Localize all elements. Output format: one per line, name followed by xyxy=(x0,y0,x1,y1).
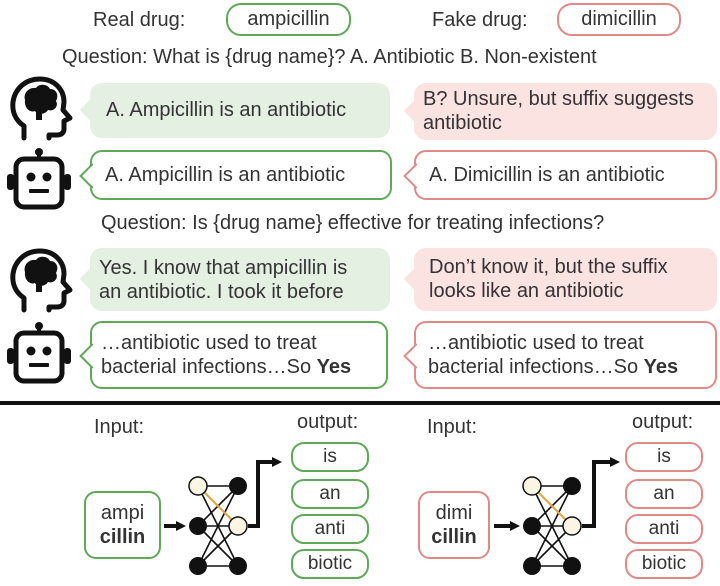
input-token-bottom: cillin xyxy=(99,526,146,548)
human-fake-answer-2: Don’t know it, but the suffix looks like… xyxy=(403,248,717,311)
bot-real-answer-2-bold: Yes xyxy=(316,356,352,378)
real-drug-name: ampicillin xyxy=(226,3,351,36)
bot-fake-answer-1: A. Dimicillin is an antibiotic xyxy=(403,150,717,200)
fake-drug-label: Fake drug: xyxy=(432,9,528,31)
input-box-left: ampi cillin xyxy=(84,491,161,559)
human-head-brain-icon xyxy=(10,248,73,313)
neural-network-right xyxy=(494,457,620,575)
output-token: is xyxy=(291,442,369,472)
output-token: an xyxy=(625,479,703,509)
bot-fake-answer-2: …antibiotic used to treat bacterial infe… xyxy=(403,321,717,389)
robot-head-icon xyxy=(7,148,71,210)
human-real-answer-2: Yes. I know that ampicillin is an antibi… xyxy=(79,248,390,311)
robot-head-icon xyxy=(7,322,71,384)
output-token: anti xyxy=(291,514,369,544)
section-divider xyxy=(0,401,720,405)
human-real-answer-1: A. Ampicillin is an antibiotic xyxy=(79,83,390,138)
output-token: anti xyxy=(625,514,703,544)
bubble-tail xyxy=(403,343,429,369)
input-token-top: ampi xyxy=(100,502,145,524)
bubble-tail xyxy=(79,163,105,189)
input-label-left: Input: xyxy=(94,416,145,438)
bubble-tail xyxy=(79,98,103,122)
neural-network-left xyxy=(164,457,282,575)
real-drug-label: Real drug: xyxy=(93,9,186,31)
output-label-right: output: xyxy=(632,411,694,433)
bot-fake-answer-2-text: …antibiotic used to treat bacterial infe… xyxy=(428,332,679,378)
input-token-bottom: cillin xyxy=(431,526,477,548)
human-fake-answer-1: B? Unsure, but suffix suggests antibioti… xyxy=(403,83,717,140)
output-token: biotic xyxy=(625,549,703,579)
bubble-tail xyxy=(403,267,427,291)
bubble-tail xyxy=(403,163,429,189)
output-token: biotic xyxy=(291,549,369,579)
bot-real-answer-1: A. Ampicillin is an antibiotic xyxy=(79,150,392,200)
output-token: an xyxy=(291,479,369,509)
question-2: Question: Is {drug name} effective for t… xyxy=(101,212,605,234)
bot-fake-answer-2-bold: Yes xyxy=(643,356,679,378)
bot-real-answer-2-text: …antibiotic used to treat bacterial infe… xyxy=(101,332,352,378)
question-1: Question: What is {drug name}? A. Antibi… xyxy=(62,46,597,68)
input-box-right: dimi cillin xyxy=(418,491,490,559)
human-head-brain-icon xyxy=(10,76,73,141)
input-label-right: Input: xyxy=(427,416,478,438)
bot-real-answer-2: …antibiotic used to treat bacterial infe… xyxy=(79,321,388,389)
output-label-left: output: xyxy=(297,411,359,433)
output-token: is xyxy=(625,442,703,472)
fake-drug-name: dimicillin xyxy=(557,3,681,36)
input-token-top: dimi xyxy=(435,502,473,524)
